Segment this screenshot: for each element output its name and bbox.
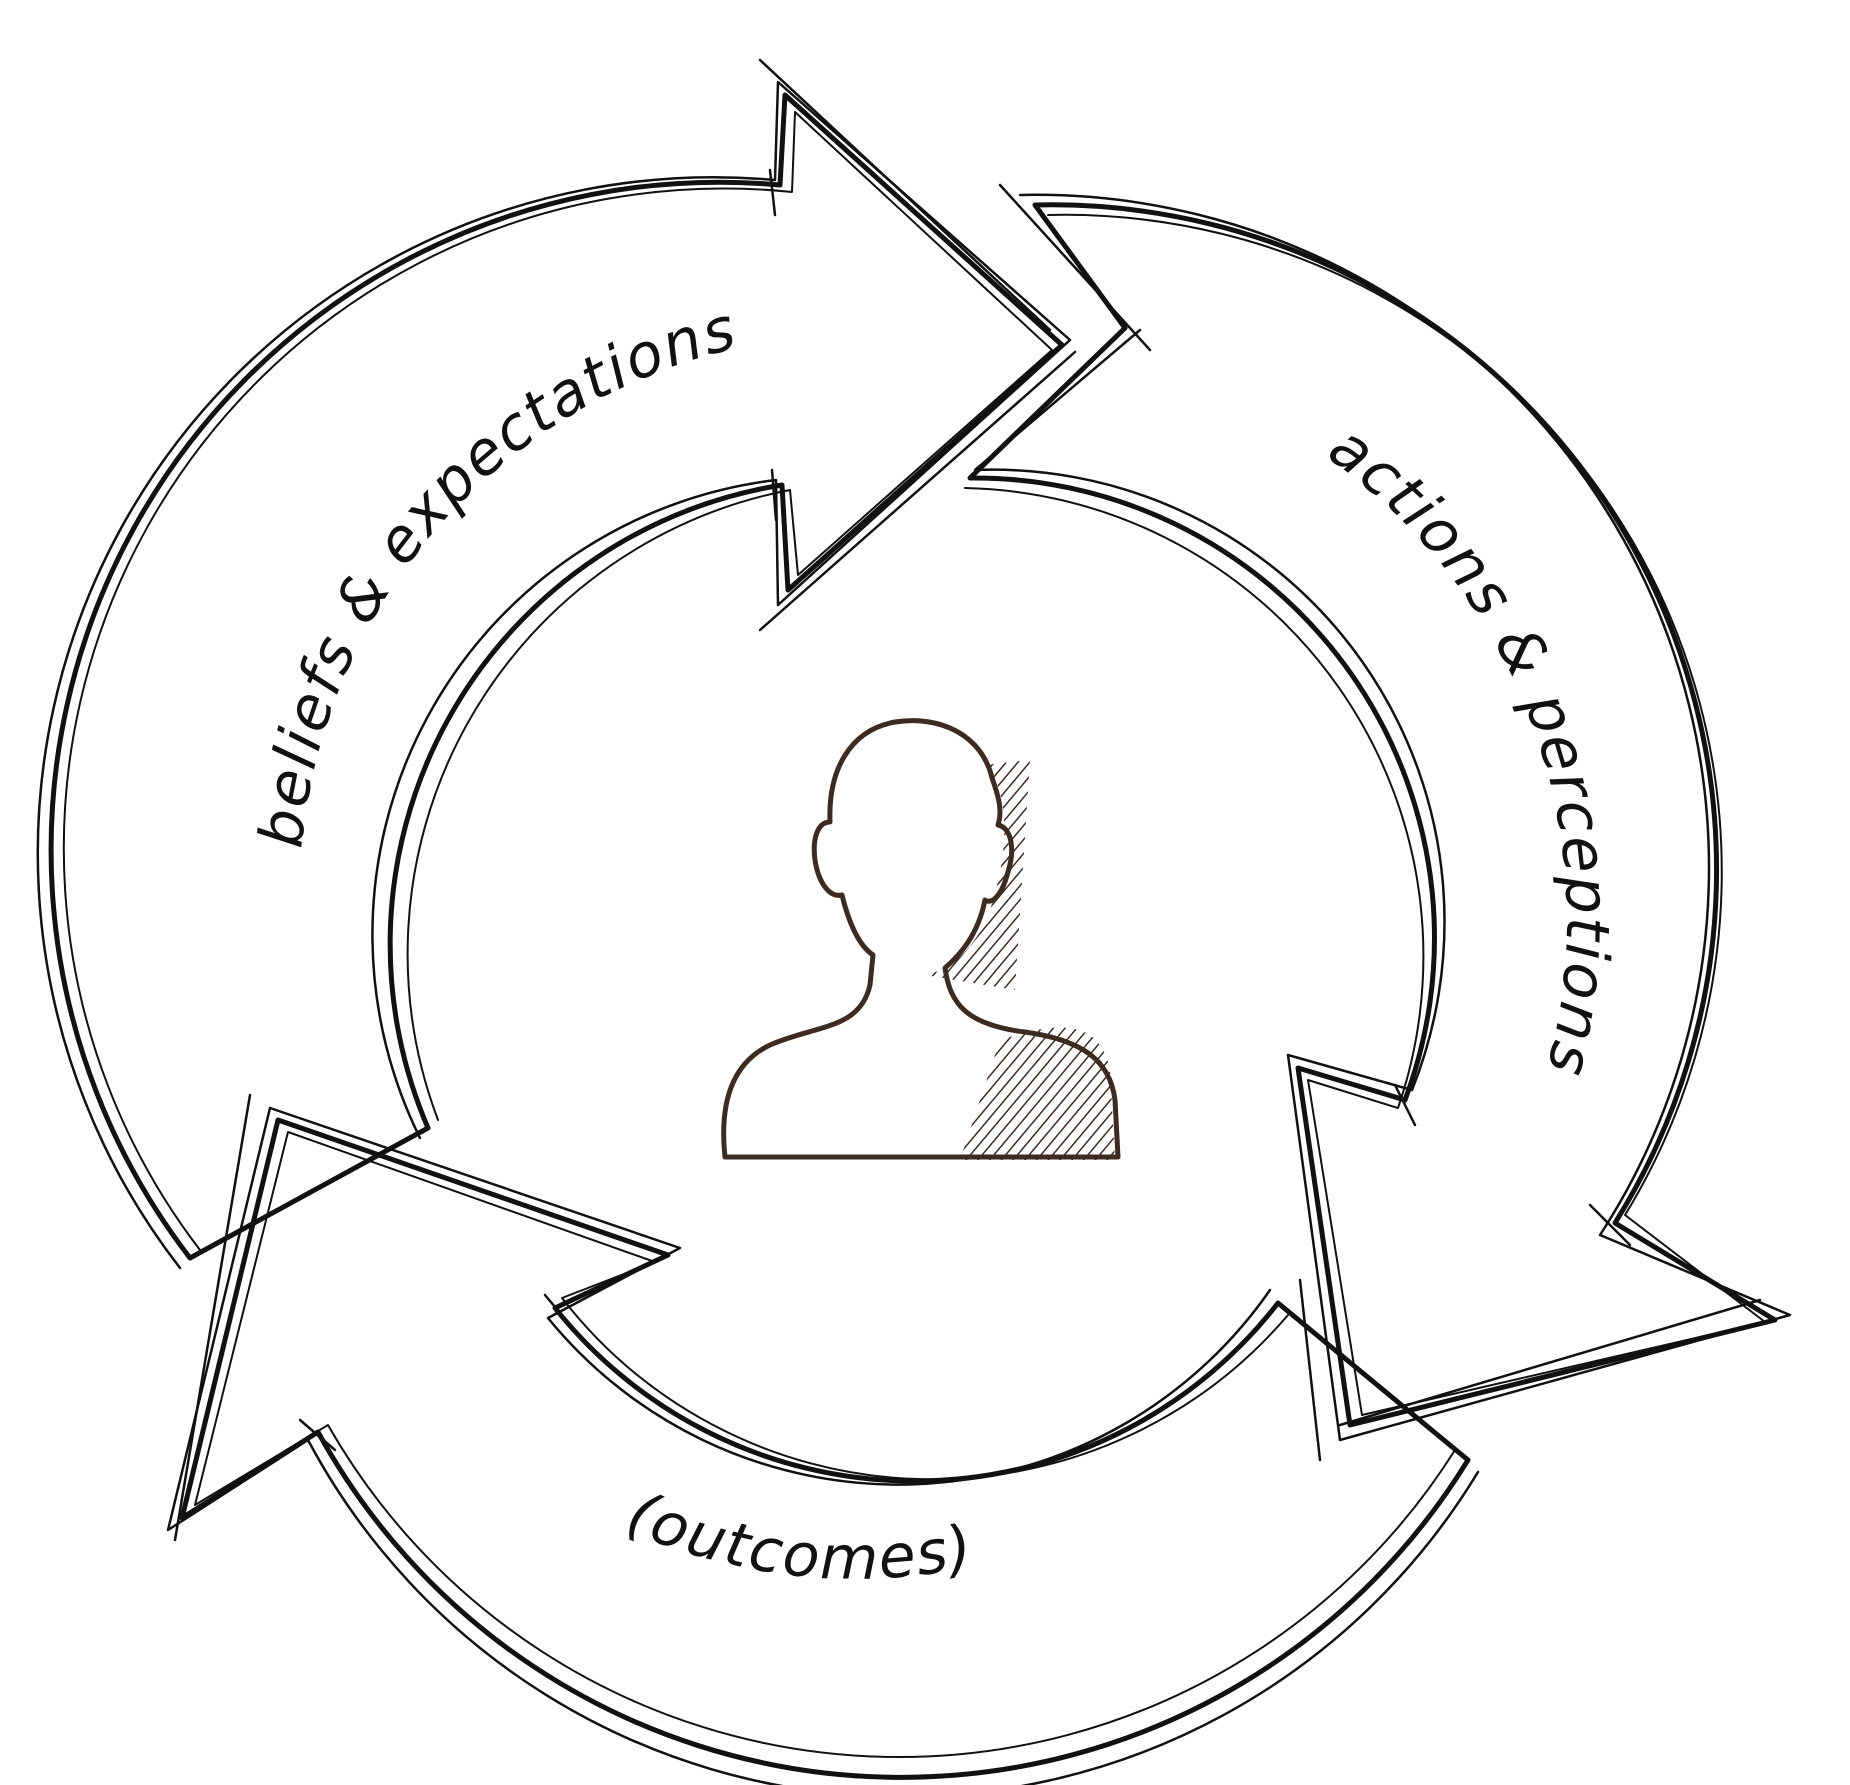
label-outcomes: (outcomes) — [617, 1478, 979, 1594]
label-beliefs-text: beliefs & expectations — [246, 293, 742, 851]
sketch-ticks — [298, 168, 1632, 1452]
arrow-actions — [964, 183, 1792, 1442]
arrow-beliefs — [36, 58, 1077, 1270]
label-beliefs: beliefs & expectations — [246, 293, 744, 851]
label-actions-text: actions & perceptions — [1316, 412, 1620, 1085]
arrow-outcomes — [166, 1093, 1480, 1785]
label-actions: actions & perceptions — [1316, 412, 1622, 1085]
label-outcomes-text: (outcomes) — [617, 1478, 977, 1594]
person-silhouette-icon — [721, 718, 1121, 1160]
